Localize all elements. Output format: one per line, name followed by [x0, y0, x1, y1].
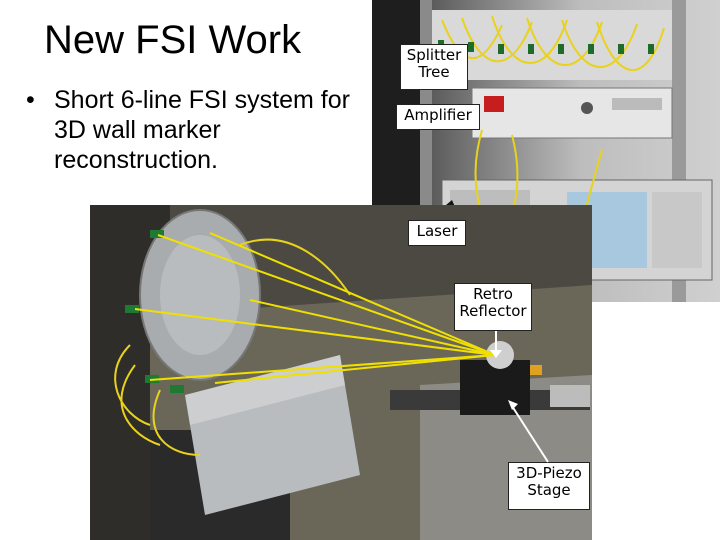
- label-laser: Laser: [408, 220, 466, 246]
- bullet-text: Short 6-line FSI system for 3D wall mark…: [54, 86, 350, 174]
- slide-title: New FSI Work: [44, 18, 302, 62]
- label-piezo-stage: 3D-Piezo Stage: [508, 462, 590, 510]
- label-splitter-tree: Splitter Tree: [400, 44, 468, 90]
- label-amplifier: Amplifier: [396, 104, 480, 130]
- label-retro-reflector: Retro Reflector: [454, 283, 532, 331]
- bullet-marker: •: [26, 86, 35, 114]
